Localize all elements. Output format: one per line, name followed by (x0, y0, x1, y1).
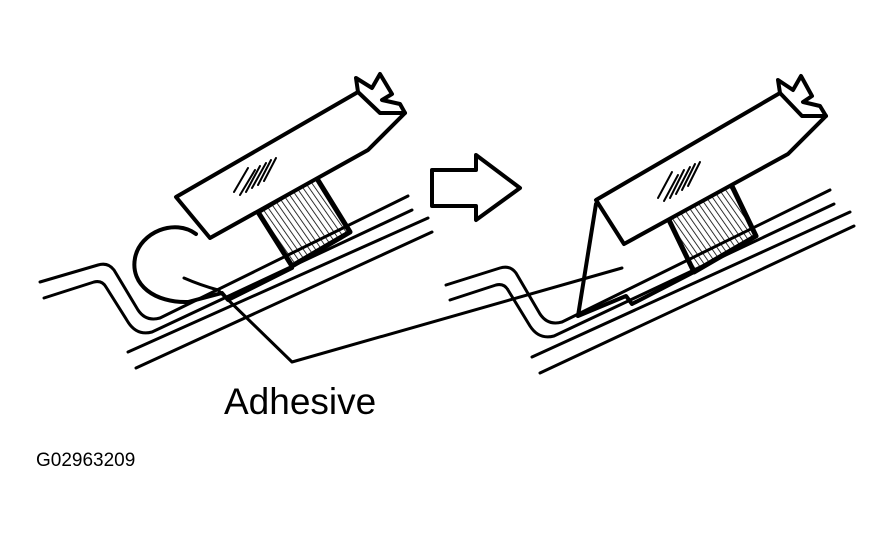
body-panel-left (38, 194, 434, 370)
glass-pane-right (594, 74, 828, 246)
adhesive-bead-left (132, 225, 294, 305)
adhesive-label: Adhesive (224, 381, 377, 422)
right-arrow-outline-icon (430, 153, 522, 222)
after-state (444, 74, 856, 375)
adhesive-leader-lines (182, 266, 624, 364)
glass-pane-left (174, 72, 407, 240)
before-state (38, 72, 434, 370)
figure-code: G02963209 (36, 450, 136, 471)
